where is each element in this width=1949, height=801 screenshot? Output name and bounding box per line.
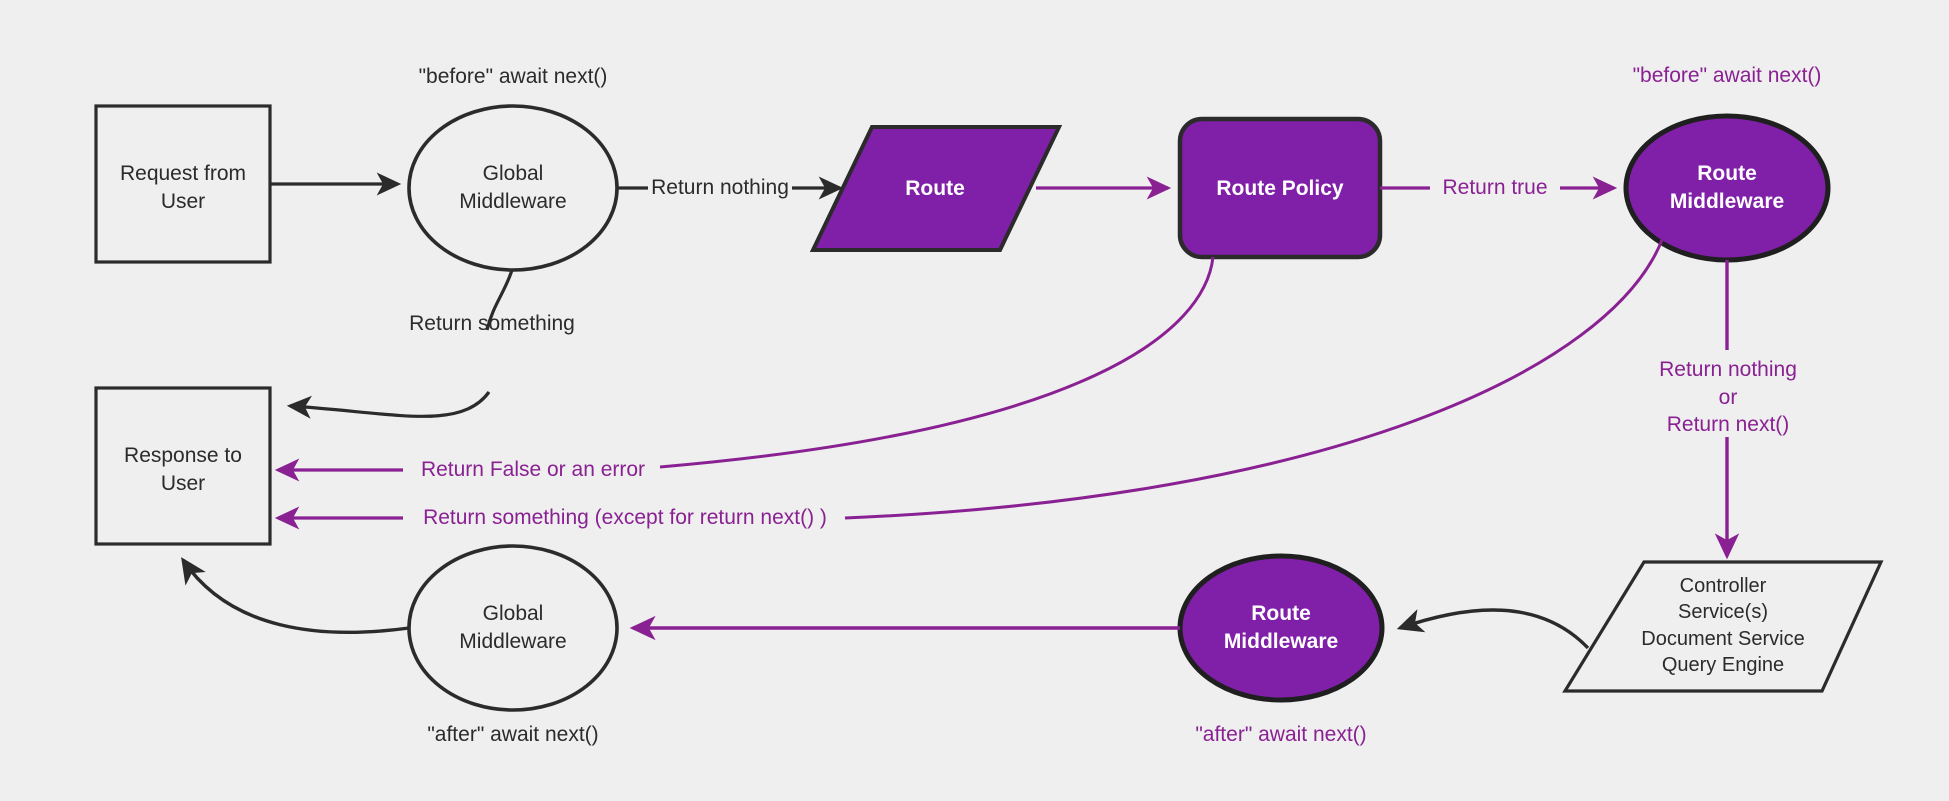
edge-route-policy-to-response-curve (659, 256, 1215, 469)
node-route-policy (1177, 116, 1383, 260)
edge-label-return-true: Return true (1442, 176, 1548, 199)
node-response-to-user (94, 386, 272, 546)
edge-global-middleware-bottom-to-response (181, 557, 410, 635)
edge-label-return-something-top: Return something (409, 312, 575, 335)
edge-label-return-false-or-error: Return False or an error (420, 458, 646, 481)
node-route (809, 125, 1063, 252)
node-global-middleware-top (407, 104, 619, 272)
annotation-after-await-next-bottom-left: "after" await next() (427, 723, 599, 746)
annotation-after-await-next-bottom-right: "after" await next() (1195, 723, 1367, 746)
edge-label-return-something-except-next: Return something (except for return next… (423, 506, 827, 529)
edge-route-middleware-to-response-curve (844, 239, 1664, 520)
annotation-before-await-next-top-right: "before" await next() (1632, 64, 1822, 87)
edge-controller-to-route-middleware-bottom (1396, 608, 1590, 650)
node-route-middleware-top (1623, 113, 1831, 263)
node-controller-stack (1562, 560, 1884, 693)
edge-global-middleware-to-response-lower (286, 391, 491, 419)
edge-label-return-nothing: Return nothing (651, 176, 789, 199)
annotation-before-await-next-top-left: "before" await next() (418, 65, 608, 88)
node-request-from-user (94, 104, 272, 264)
node-route-middleware-bottom (1177, 553, 1385, 703)
edge-global-middleware-to-response-upper (485, 269, 514, 331)
edge-label-return-nothing-or-next: Return nothing or Return next() (1659, 358, 1797, 437)
node-global-middleware-bottom (407, 544, 619, 712)
